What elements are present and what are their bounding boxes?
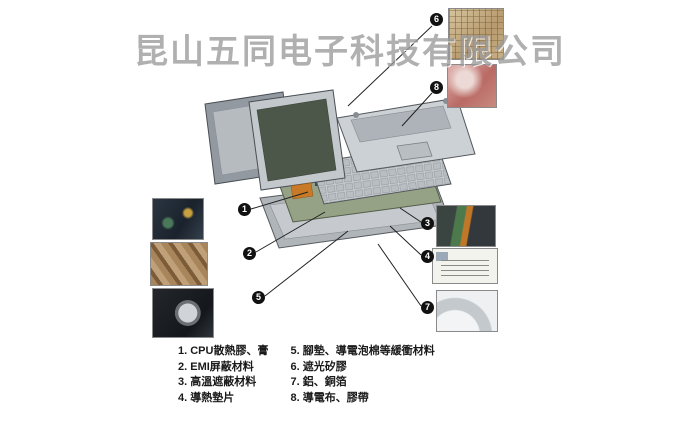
callout-5: 5 xyxy=(252,291,265,304)
callout-7: 7 xyxy=(421,301,434,314)
materials-legend: 1. CPU散熱膠、膏 2. EMI屏蔽材料 3. 高溫遮蔽材料 4. 導熱墊片… xyxy=(178,344,435,406)
label-text-lines-graphic xyxy=(441,256,489,276)
exploded-laptop-diagram xyxy=(204,89,476,249)
lcd-panel xyxy=(248,89,346,200)
photo-high-temp-masking xyxy=(436,205,496,247)
photo-aluminum-copper-foil xyxy=(436,290,498,332)
legend-item-4: 4. 導熱墊片 xyxy=(178,391,235,404)
callout-1: 1 xyxy=(238,203,251,216)
photo-emi-shielding xyxy=(150,242,208,286)
legend-item-6: 6. 遮光矽膠 xyxy=(290,360,347,373)
photo-light-shield-silicone xyxy=(448,8,504,60)
legend-item-1: 1. CPU散熱膠、膏 xyxy=(178,345,269,357)
photo-conductive-cloth-tape xyxy=(447,64,497,108)
legend-item-7: 7. 鋁、銅箔 xyxy=(290,376,347,388)
callout-6: 6 xyxy=(430,13,443,26)
legend-item-5: 5. 腳墊、導電泡棉等緩衝材料 xyxy=(290,345,435,357)
photo-cpu-thermal-paste xyxy=(152,198,204,240)
lcd-flex-cable xyxy=(290,182,314,200)
legend-item-2: 2. EMI屏蔽材料 xyxy=(178,360,254,373)
photo-cushion-foam xyxy=(152,288,214,338)
palmrest xyxy=(336,97,476,173)
callout-4: 4 xyxy=(421,250,434,263)
hinge-left xyxy=(353,112,359,118)
legend-column-2: 5. 腳墊、導電泡棉等緩衝材料 6. 遮光矽膠 7. 鋁、銅箔 8. 導電布、膠… xyxy=(290,344,434,406)
legend-item-3: 3. 高溫遮蔽材料 xyxy=(178,376,257,388)
legend-item-8: 8. 導電布、膠帶 xyxy=(290,391,369,404)
callout-8: 8 xyxy=(430,81,443,94)
callout-3: 3 xyxy=(421,217,434,230)
callout-2: 2 xyxy=(243,247,256,260)
photo-thermal-pad-label xyxy=(432,248,498,284)
legend-column-1: 1. CPU散熱膠、膏 2. EMI屏蔽材料 3. 高溫遮蔽材料 4. 導熱墊片 xyxy=(178,344,268,406)
watermark-company-name: 昆山五同电子科技有限公司 xyxy=(134,33,566,71)
